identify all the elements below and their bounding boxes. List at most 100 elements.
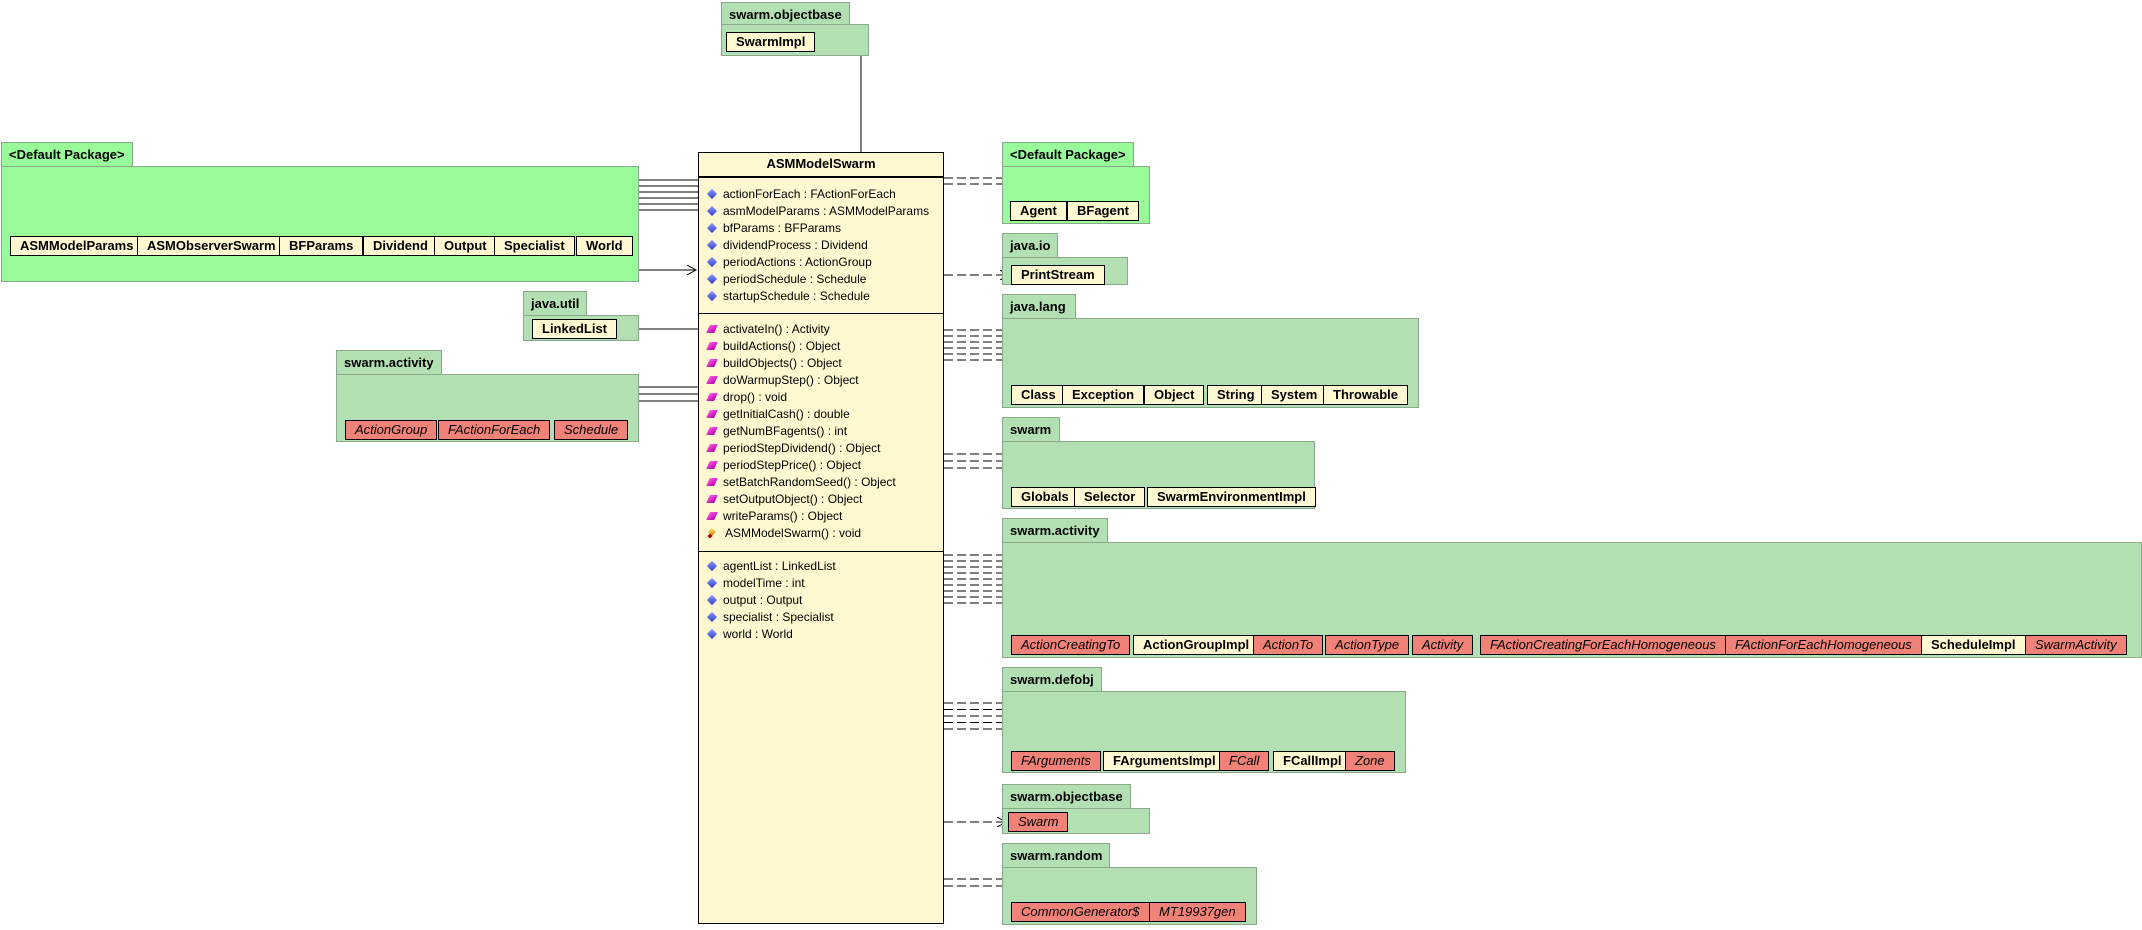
class-throwable[interactable]: Throwable	[1323, 385, 1409, 405]
package-tab-swarm[interactable]: swarm	[1002, 417, 1060, 441]
class-bfagent[interactable]: BFagent	[1067, 201, 1139, 221]
class-activity[interactable]: Activity	[1412, 635, 1474, 655]
method-icon	[706, 410, 718, 418]
method-icon	[706, 444, 718, 452]
member-row[interactable]: output : Output	[699, 592, 943, 609]
member-text: modelTime : int	[723, 576, 805, 590]
member-row[interactable]: writeParams() : Object	[699, 508, 943, 525]
attribute-icon	[706, 290, 718, 302]
class-faction-for-each-homogeneous[interactable]: FActionForEachHomogeneous	[1725, 635, 1922, 655]
member-row[interactable]: bfParams : BFParams	[699, 220, 943, 237]
class-action-creating-to[interactable]: ActionCreatingTo	[1011, 635, 1131, 655]
class-string[interactable]: String	[1207, 385, 1265, 405]
class-swarm-activity[interactable]: SwarmActivity	[2025, 635, 2127, 655]
class-schedule-impl[interactable]: ScheduleImpl	[1921, 635, 2026, 655]
attribute-icon	[706, 273, 718, 285]
class-bfparams[interactable]: BFParams	[279, 236, 364, 256]
package-tab-default-package[interactable]: <Default Package>	[1, 142, 133, 166]
class-fcall-impl[interactable]: FCallImpl	[1273, 751, 1352, 771]
member-text: periodSchedule : Schedule	[723, 272, 867, 286]
method-icon	[706, 359, 718, 367]
class-print-stream[interactable]: PrintStream	[1011, 265, 1105, 285]
class-agent[interactable]: Agent	[1010, 201, 1067, 221]
class-linked-list[interactable]: LinkedList	[532, 319, 618, 339]
class-swarm[interactable]: Swarm	[1008, 812, 1069, 832]
member-row[interactable]: modelTime : int	[699, 575, 943, 592]
class-action-group-impl[interactable]: ActionGroupImpl	[1133, 635, 1260, 655]
class-world[interactable]: World	[576, 236, 633, 256]
generalization-line	[817, 42, 862, 152]
package-java-util: LinkedList	[523, 315, 639, 341]
member-row[interactable]: setOutputObject() : Object	[699, 491, 943, 508]
member-row[interactable]: world : World	[699, 626, 943, 643]
member-row[interactable]: activateIn() : Activity	[699, 321, 943, 338]
member-row[interactable]: doWarmupStep() : Object	[699, 372, 943, 389]
member-text: agentList : LinkedList	[723, 559, 836, 573]
member-row[interactable]: buildObjects() : Object	[699, 355, 943, 372]
member-text: startupSchedule : Schedule	[723, 289, 870, 303]
class-asmobserver-swarm[interactable]: ASMObserverSwarm	[137, 236, 286, 256]
class-zone[interactable]: Zone	[1345, 751, 1395, 771]
member-row[interactable]: setBatchRandomSeed() : Object	[699, 474, 943, 491]
member-text: asmModelParams : ASMModelParams	[723, 204, 930, 218]
package-tab-swarm-random[interactable]: swarm.random	[1002, 843, 1111, 867]
package-tab-java-util[interactable]: java.util	[523, 291, 588, 315]
package-tab-swarm-activity[interactable]: swarm.activity	[1002, 518, 1108, 542]
class-dividend[interactable]: Dividend	[363, 236, 438, 256]
member-row[interactable]: actionForEach : FActionForEach	[699, 186, 943, 203]
member-row[interactable]: buildActions() : Object	[699, 338, 943, 355]
package-tab-java-lang[interactable]: java.lang	[1002, 294, 1076, 318]
class-common-generator[interactable]: CommonGenerator$	[1011, 902, 1150, 922]
class-asmmodel-params[interactable]: ASMModelParams	[10, 236, 144, 256]
member-row[interactable]: asmModelParams : ASMModelParams	[699, 203, 943, 220]
member-text: getNumBFagents() : int	[723, 424, 848, 438]
member-row[interactable]: periodStepDividend() : Object	[699, 440, 943, 457]
class-system[interactable]: System	[1261, 385, 1328, 405]
member-row[interactable]: ASMModelSwarm() : void	[699, 525, 943, 542]
class-schedule[interactable]: Schedule	[554, 420, 629, 440]
member-row[interactable]: startupSchedule : Schedule	[699, 288, 943, 305]
member-row[interactable]: drop() : void	[699, 389, 943, 406]
attribute-icon	[706, 628, 718, 640]
field-list: agentList : LinkedList modelTime : int out…	[699, 558, 943, 643]
class-swarm-impl[interactable]: SwarmImpl	[726, 32, 816, 52]
class-mt19937gen[interactable]: MT19937gen	[1149, 902, 1246, 922]
class-output[interactable]: Output	[434, 236, 497, 256]
package-tab-swarm-defobj[interactable]: swarm.defobj	[1002, 667, 1102, 691]
member-row[interactable]: agentList : LinkedList	[699, 558, 943, 575]
class-action-to[interactable]: ActionTo	[1253, 635, 1324, 655]
class-object[interactable]: Object	[1144, 385, 1205, 405]
class-farguments[interactable]: FArguments	[1011, 751, 1101, 771]
class-swarm-environment-impl[interactable]: SwarmEnvironmentImpl	[1147, 487, 1316, 507]
class-farguments-impl[interactable]: FArgumentsImpl	[1103, 751, 1226, 771]
class-selector[interactable]: Selector	[1074, 487, 1146, 507]
package-tab-default-package[interactable]: <Default Package>	[1002, 142, 1134, 166]
member-text: output : Output	[723, 593, 803, 607]
member-row[interactable]: dividendProcess : Dividend	[699, 237, 943, 254]
class-exception[interactable]: Exception	[1062, 385, 1145, 405]
member-row[interactable]: getInitialCash() : double	[699, 406, 943, 423]
package-tab-swarm-objectbase[interactable]: swarm.objectbase	[1002, 784, 1131, 808]
class-asmmodelswarm[interactable]: ASMModelSwarm actionForEach : FActionFor…	[698, 152, 944, 924]
method-icon	[706, 325, 718, 333]
member-row[interactable]: specialist : Specialist	[699, 609, 943, 626]
class-globals[interactable]: Globals	[1011, 487, 1079, 507]
member-row[interactable]: periodActions : ActionGroup	[699, 254, 943, 271]
package-tab-swarm-activity[interactable]: swarm.activity	[336, 350, 442, 374]
class-faction-creating-for-each-homogeneous[interactable]: FActionCreatingForEachHomogeneous	[1480, 635, 1726, 655]
package-tab-swarm-objectbase[interactable]: swarm.objectbase	[721, 2, 850, 24]
member-text: specialist : Specialist	[723, 610, 834, 624]
package-tab-java-io[interactable]: java.io	[1002, 233, 1059, 257]
class-class[interactable]: Class	[1011, 385, 1066, 405]
attribute-icon	[706, 594, 718, 606]
class-action-group[interactable]: ActionGroup	[345, 420, 438, 440]
member-row[interactable]: periodSchedule : Schedule	[699, 271, 943, 288]
class-faction-for-each[interactable]: FActionForEach	[438, 420, 551, 440]
member-row[interactable]: periodStepPrice() : Object	[699, 457, 943, 474]
class-specialist[interactable]: Specialist	[494, 236, 575, 256]
attribute-icon	[706, 560, 718, 572]
class-fcall[interactable]: FCall	[1219, 751, 1270, 771]
class-action-type[interactable]: ActionType	[1325, 635, 1410, 655]
member-row[interactable]: getNumBFagents() : int	[699, 423, 943, 440]
